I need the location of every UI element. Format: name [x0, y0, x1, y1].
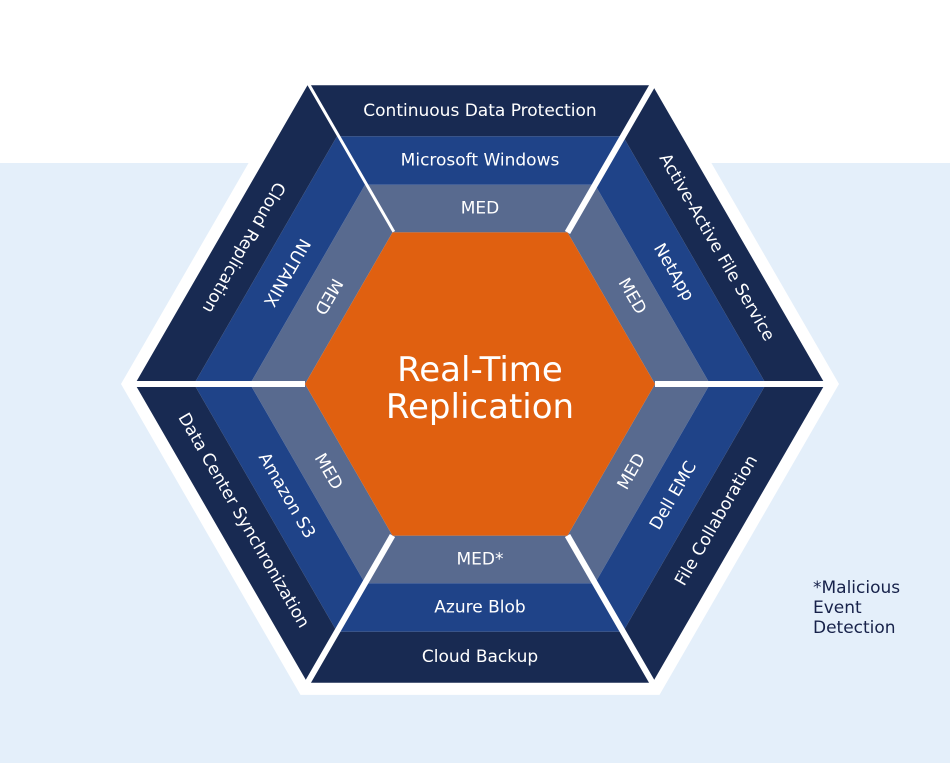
segment-1-middle-band	[595, 136, 766, 384]
segment-0-outer-label: Continuous Data Protection	[363, 101, 596, 121]
segment-1-inner-band	[567, 184, 710, 384]
segment-3-outer-band	[307, 631, 653, 683]
segment-4-outer-band	[135, 384, 337, 683]
segment-0-inner-label: MED	[461, 199, 500, 219]
segment-2-outer-band	[623, 384, 825, 683]
footnote-line-3: Detection	[813, 618, 896, 638]
footnote: *Malicious Event Detection	[813, 578, 900, 638]
segment-divider-1	[564, 81, 657, 234]
segment-3-middle-label: Azure Blob	[434, 597, 525, 617]
segment-2-middle-band	[595, 384, 766, 632]
footnote-line-2: Event	[813, 598, 862, 618]
center-title-line-1: Real-Time	[397, 350, 563, 390]
segment-1-outer-band	[623, 85, 825, 384]
center-title-line-2: Replication	[386, 387, 574, 427]
segment-3-inner-label: MED*	[457, 549, 504, 569]
segment-5-inner-band	[250, 184, 393, 384]
segment-0-outer-band	[307, 85, 653, 137]
segment-5-middle-band	[194, 136, 365, 384]
segment-0-middle-label: Microsoft Windows	[401, 151, 560, 171]
segment-4-middle-band	[194, 384, 365, 632]
segment-3-middle-band	[337, 583, 623, 632]
segment-5-outer-band	[135, 85, 337, 384]
segments-group: MED Microsoft Windows Continuous Data Prot…	[133, 81, 827, 687]
segment-0-inner-band	[365, 184, 595, 233]
segment-2-inner-band	[567, 384, 710, 584]
segment-0-middle-band	[337, 136, 623, 185]
segment-divider-4	[303, 534, 396, 687]
segment-3-inner-band	[365, 535, 595, 584]
segment-3-outer-label: Cloud Backup	[422, 647, 538, 667]
segment-divider-3	[564, 534, 657, 687]
footnote-line-1: *Malicious	[813, 578, 901, 598]
segment-4-inner-band	[250, 384, 393, 584]
center-hexagon	[305, 232, 655, 536]
